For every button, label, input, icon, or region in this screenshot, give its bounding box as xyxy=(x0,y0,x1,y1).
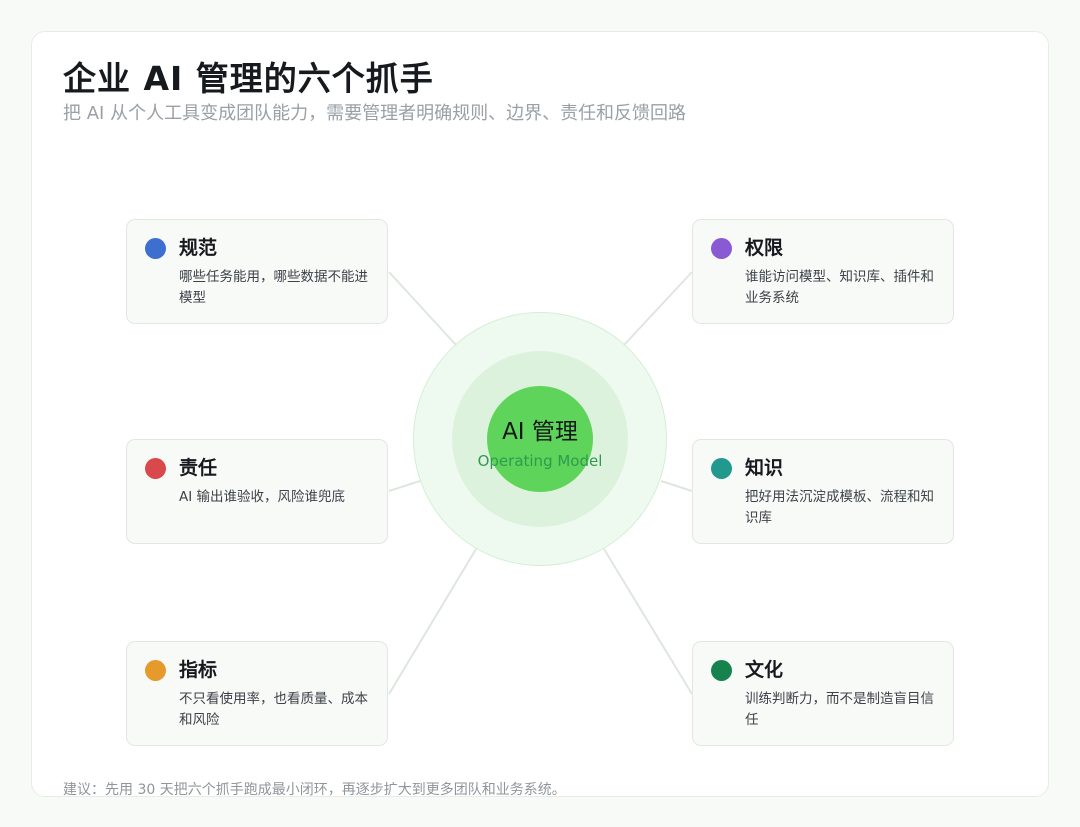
page-subtitle: 把 AI 从个人工具变成团队能力，需要管理者明确规则、边界、责任和反馈回路 xyxy=(63,103,687,124)
node-dot xyxy=(711,660,732,681)
node-culture: 文化 训练判断力，而不是制造盲目信任 xyxy=(692,641,954,746)
node-description: 训练判断力，而不是制造盲目信任 xyxy=(745,691,934,728)
connector-permission xyxy=(623,271,693,346)
node-dot xyxy=(145,238,166,259)
center-title: AI 管理 xyxy=(502,419,578,445)
node-title: 知识 xyxy=(745,457,784,479)
node-permission: 权限 谁能访问模型、知识库、插件和业务系统 xyxy=(692,219,954,324)
node-description: AI 输出谁验收，风险谁兜底 xyxy=(179,489,346,505)
connector-guideline xyxy=(388,271,457,346)
node-description: 谁能访问模型、知识库、插件和业务系统 xyxy=(745,269,934,306)
node-responsibility: 责任 AI 输出谁验收，风险谁兜底 xyxy=(126,439,388,544)
node-title: 权限 xyxy=(745,237,784,259)
connector-knowledge xyxy=(660,480,693,492)
node-title: 责任 xyxy=(179,457,218,479)
footer-note: 建议：先用 30 天把六个抓手跑成最小闭环，再逐步扩大到更多团队和业务系统。 xyxy=(63,782,566,798)
node-dot xyxy=(145,458,166,479)
node-dot xyxy=(145,660,166,681)
center-core xyxy=(487,386,593,492)
page-title: 企业 AI 管理的六个抓手 xyxy=(63,59,434,98)
connector-responsibility xyxy=(388,480,421,492)
node-guideline: 规范 哪些任务能用，哪些数据不能进模型 xyxy=(126,219,388,324)
node-title: 文化 xyxy=(745,659,784,681)
node-description: 哪些任务能用，哪些数据不能进模型 xyxy=(179,269,368,306)
node-knowledge: 知识 把好用法沉淀成模板、流程和知识库 xyxy=(692,439,954,544)
node-metrics: 指标 不只看使用率，也看质量、成本和风险 xyxy=(126,641,388,746)
connector-culture xyxy=(603,548,693,695)
node-dot xyxy=(711,238,732,259)
node-dot xyxy=(711,458,732,479)
node-title: 规范 xyxy=(179,237,218,259)
node-description: 把好用法沉淀成模板、流程和知识库 xyxy=(745,489,934,526)
node-description: 不只看使用率，也看质量、成本和风险 xyxy=(179,691,368,728)
center-subtitle: Operating Model xyxy=(477,452,603,470)
connector-metrics xyxy=(388,548,477,695)
node-title: 指标 xyxy=(179,659,218,681)
